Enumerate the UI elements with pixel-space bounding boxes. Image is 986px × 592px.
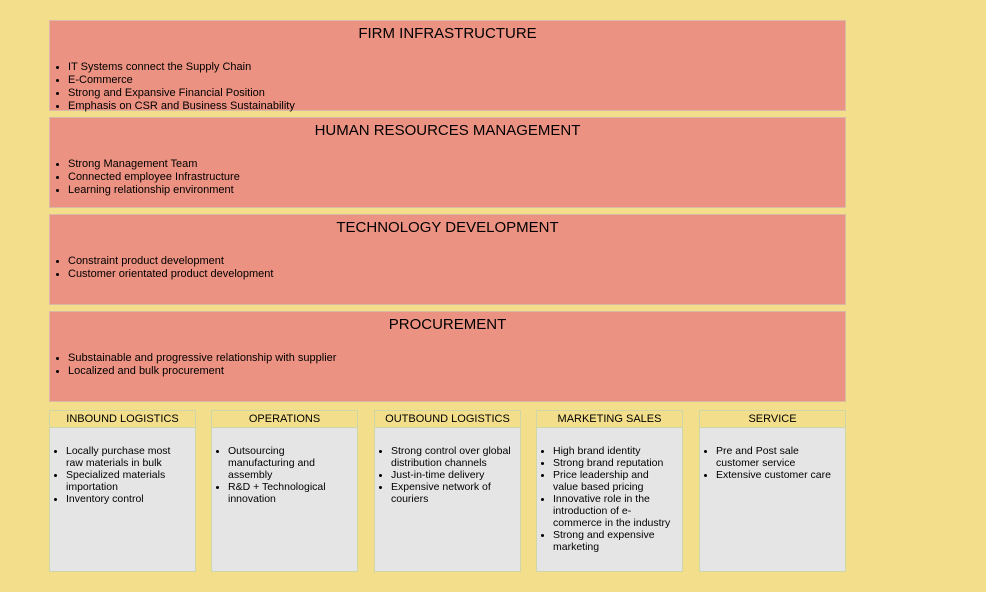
- list-item: Localized and bulk procurement: [68, 365, 336, 378]
- list-item: Strong control over global distribution …: [391, 445, 514, 469]
- list-item: Inventory control: [66, 493, 189, 505]
- operations-box: OPERATIONS Outsourcing manufacturing and…: [211, 410, 358, 572]
- inbound-logistics-title: INBOUND LOGISTICS: [50, 411, 195, 428]
- list-item: Extensive customer care: [716, 469, 839, 481]
- service-list: Pre and Post sale customer service Exten…: [700, 445, 839, 481]
- list-item: Just-in-time delivery: [391, 469, 514, 481]
- list-item: Learning relationship environment: [68, 184, 240, 197]
- list-item: R&D + Technological innovation: [228, 481, 351, 505]
- list-item: Emphasis on CSR and Business Sustainabil…: [68, 100, 295, 113]
- service-title: SERVICE: [700, 411, 845, 428]
- list-item: Expensive network of couriers: [391, 481, 514, 505]
- outbound-logistics-title: OUTBOUND LOGISTICS: [375, 411, 520, 428]
- list-item: Substainable and progressive relationshi…: [68, 352, 336, 365]
- list-item: High brand identity: [553, 445, 676, 457]
- procurement-title: PROCUREMENT: [388, 316, 507, 333]
- human-resources-list: Strong Management Team Connected employe…: [50, 158, 240, 197]
- list-item: Innovative role in the introduction of e…: [553, 493, 676, 529]
- list-item: Pre and Post sale customer service: [716, 445, 839, 469]
- list-item: E-Commerce: [68, 74, 295, 87]
- technology-development-title: TECHNOLOGY DEVELOPMENT: [336, 219, 559, 236]
- outbound-logistics-box: OUTBOUND LOGISTICS Strong control over g…: [374, 410, 521, 572]
- list-item: IT Systems connect the Supply Chain: [68, 61, 295, 74]
- outbound-logistics-list: Strong control over global distribution …: [375, 445, 514, 505]
- list-item: Strong and Expansive Financial Position: [68, 87, 295, 100]
- marketing-sales-title: MARKETING SALES: [537, 411, 682, 428]
- list-item: Strong Management Team: [68, 158, 240, 171]
- firm-infrastructure-box: FIRM INFRASTRUCTURE IT Systems connect t…: [49, 20, 846, 113]
- list-item: Customer orientated product development: [68, 268, 273, 281]
- list-item: Constraint product development: [68, 255, 273, 268]
- technology-development-box: TECHNOLOGY DEVELOPMENT Constraint produc…: [49, 214, 846, 305]
- service-box: SERVICE Pre and Post sale customer servi…: [699, 410, 846, 572]
- marketing-sales-box: MARKETING SALES High brand identity Stro…: [536, 410, 683, 572]
- procurement-box: PROCUREMENT Substainable and progressive…: [49, 311, 846, 402]
- inbound-logistics-box: INBOUND LOGISTICS Locally purchase most …: [49, 410, 196, 572]
- operations-list: Outsourcing manufacturing and assembly R…: [212, 445, 351, 505]
- list-item: Strong brand reputation: [553, 457, 676, 469]
- firm-infrastructure-list: IT Systems connect the Supply Chain E-Co…: [50, 61, 295, 113]
- list-item: Outsourcing manufacturing and assembly: [228, 445, 351, 481]
- list-item: Locally purchase most raw materials in b…: [66, 445, 189, 469]
- list-item: Connected employee Infrastructure: [68, 171, 240, 184]
- inbound-logistics-list: Locally purchase most raw materials in b…: [50, 445, 189, 505]
- list-item: Price leadership and value based pricing: [553, 469, 676, 493]
- list-item: Strong and expensive marketing: [553, 529, 676, 553]
- technology-development-list: Constraint product development Customer …: [50, 255, 273, 281]
- marketing-sales-list: High brand identity Strong brand reputat…: [537, 445, 676, 553]
- human-resources-title: HUMAN RESOURCES MANAGEMENT: [314, 122, 581, 139]
- operations-title: OPERATIONS: [212, 411, 357, 428]
- procurement-list: Substainable and progressive relationshi…: [50, 352, 336, 378]
- firm-infrastructure-title: FIRM INFRASTRUCTURE: [358, 25, 537, 42]
- list-item: Specialized materials importation: [66, 469, 189, 493]
- human-resources-box: HUMAN RESOURCES MANAGEMENT Strong Manage…: [49, 117, 846, 208]
